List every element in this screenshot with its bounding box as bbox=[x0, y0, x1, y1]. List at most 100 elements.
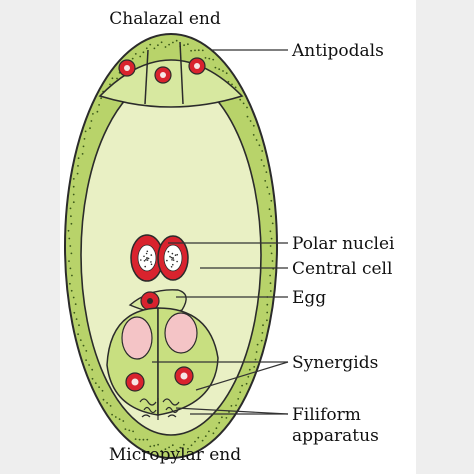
wall-dot bbox=[157, 443, 160, 446]
wall-dot bbox=[260, 159, 263, 161]
left-edge-strip bbox=[0, 0, 60, 474]
wall-dot bbox=[153, 47, 156, 50]
wall-dot bbox=[149, 445, 152, 448]
label-apparatus: apparatus bbox=[292, 426, 379, 446]
chromatin-speck bbox=[174, 254, 177, 256]
wall-dot bbox=[90, 120, 93, 122]
antipodal-cell-left bbox=[118, 59, 136, 77]
wall-dot bbox=[194, 440, 196, 443]
wall-dot bbox=[231, 83, 233, 86]
wall-dot bbox=[256, 343, 259, 346]
wall-dot bbox=[111, 77, 114, 80]
label-synergids: Synergids bbox=[292, 353, 378, 373]
wall-dot bbox=[98, 104, 100, 106]
wall-dot bbox=[252, 124, 255, 127]
wall-dot bbox=[190, 49, 193, 52]
label-chalazal-end: Chalazal end bbox=[109, 9, 221, 29]
wall-dot bbox=[270, 199, 273, 202]
wall-dot bbox=[128, 429, 131, 432]
wall-dot bbox=[266, 186, 269, 189]
wall-dot bbox=[106, 402, 108, 404]
label-filiform: Filiform bbox=[292, 405, 361, 425]
wall-dot bbox=[164, 46, 167, 48]
wall-dot bbox=[76, 172, 79, 175]
wall-dot bbox=[218, 421, 221, 424]
chromatin-speck bbox=[146, 259, 149, 261]
wall-dot bbox=[109, 83, 111, 86]
wall-dot bbox=[225, 72, 228, 75]
right-edge-strip bbox=[416, 0, 474, 474]
wall-dot bbox=[98, 386, 100, 388]
wall-dot bbox=[249, 120, 252, 122]
wall-dot bbox=[160, 41, 163, 44]
wall-dot bbox=[228, 411, 230, 413]
wall-dot bbox=[139, 55, 142, 58]
wall-dot bbox=[82, 344, 85, 347]
wall-dot bbox=[138, 438, 141, 441]
chromatin-speck bbox=[143, 260, 146, 262]
wall-dot bbox=[175, 39, 178, 42]
wall-dot bbox=[271, 260, 274, 262]
wall-dot bbox=[85, 350, 88, 352]
polar-nuclei-chromatin bbox=[140, 250, 178, 268]
wall-dot bbox=[266, 311, 269, 314]
chromatin-speck bbox=[150, 261, 152, 263]
wall-dot bbox=[254, 358, 257, 361]
wall-dot bbox=[109, 405, 112, 407]
chromatin-speck bbox=[145, 258, 147, 261]
wall-dot bbox=[71, 274, 73, 277]
wall-dot bbox=[83, 138, 86, 140]
wall-dot bbox=[124, 428, 127, 430]
wall-dot bbox=[269, 274, 271, 277]
leader-filiform-1 bbox=[175, 407, 289, 415]
wall-dot bbox=[204, 57, 207, 59]
label-egg: Egg bbox=[292, 288, 326, 308]
wall-dot bbox=[246, 115, 249, 118]
wall-dot bbox=[270, 215, 272, 218]
wall-dot bbox=[201, 439, 204, 442]
wall-dot bbox=[89, 127, 91, 130]
chromatin-speck bbox=[140, 259, 142, 261]
wall-dot bbox=[118, 418, 121, 421]
wall-dot bbox=[269, 290, 272, 292]
wall-dot bbox=[81, 153, 84, 155]
wall-dot bbox=[235, 404, 237, 407]
wall-dot bbox=[241, 384, 244, 387]
label-central-cell: Central cell bbox=[292, 259, 392, 279]
wall-dot bbox=[197, 49, 200, 52]
label-polar-nuclei: Polar nuclei bbox=[292, 234, 395, 254]
chromatin-speck bbox=[172, 263, 174, 266]
wall-dot bbox=[208, 430, 210, 433]
wall-dot bbox=[218, 68, 221, 71]
wall-dot bbox=[208, 57, 211, 60]
wall-dot bbox=[270, 237, 273, 240]
wall-dot bbox=[255, 139, 258, 141]
wall-dot bbox=[96, 110, 99, 113]
wall-dot bbox=[253, 366, 256, 368]
wall-dot bbox=[222, 70, 224, 72]
wall-dot bbox=[116, 77, 118, 80]
wall-dot bbox=[260, 339, 263, 342]
wall-dot bbox=[204, 435, 207, 437]
antipodal-divider-left bbox=[144, 49, 149, 105]
wall-dot bbox=[214, 66, 217, 69]
wall-dot bbox=[91, 377, 94, 380]
chromatin-speck bbox=[176, 253, 178, 256]
wall-dot bbox=[263, 165, 265, 167]
wall-dot bbox=[187, 447, 189, 450]
chromatin-speck bbox=[171, 259, 173, 261]
wall-dot bbox=[111, 413, 113, 416]
chromatin-speck bbox=[172, 257, 174, 259]
leader-lines bbox=[152, 49, 289, 415]
wall-dot bbox=[266, 303, 269, 306]
filiform-apparatus bbox=[139, 398, 180, 420]
wall-dot bbox=[179, 446, 182, 449]
wall-dot bbox=[72, 296, 75, 299]
wall-dot bbox=[190, 444, 193, 447]
wall-dot bbox=[245, 382, 248, 385]
label-antipodals: Antipodals bbox=[291, 41, 384, 61]
chromatin-speck bbox=[146, 257, 148, 259]
wall-dot bbox=[69, 267, 72, 270]
wall-dot bbox=[142, 438, 145, 441]
wall-dot bbox=[75, 318, 78, 320]
